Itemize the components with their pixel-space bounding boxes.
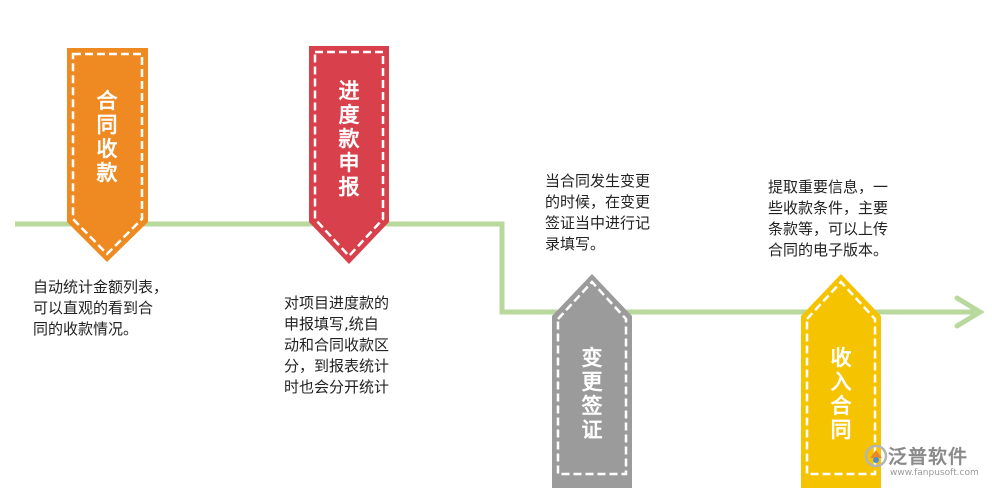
stage-2-title-char: 申 (339, 151, 360, 175)
stage-3-title-char: 更 (582, 370, 604, 394)
stage-2-banner-shape (309, 46, 389, 264)
stage-4-banner-shape (801, 274, 881, 488)
stage-4-description: 提取重要信息，一 些收款条件，主要 条款等，可以上传 合同的电子版本。 (768, 178, 889, 259)
fanpu-logo: 泛普软件 www.fanpusoft.com (862, 440, 988, 486)
stage-4-banner-dashed-border (805, 280, 877, 476)
stage-3-title-char: 变 (582, 346, 603, 370)
stage-2-title-char: 进 (339, 79, 360, 103)
stage-4-title-char: 同 (831, 418, 852, 442)
stage-1-description: 自动统计金额列表， 可以直观的看到合 同的收款情况。 (33, 278, 169, 338)
stage-4-title-char: 入 (831, 370, 852, 394)
timeline-line (15, 221, 975, 315)
fanpu-logo-icon (864, 444, 888, 468)
stage-2-title-char: 款 (339, 127, 361, 151)
stage-2-title-char: 度 (339, 103, 360, 127)
stage-4-banner: 收入合同 (801, 274, 881, 488)
stage-3-title-char: 签 (581, 394, 604, 418)
stage-3-description: 当合同发生变更 的时候，在变更 签证当中进行记 录填写。 (545, 172, 651, 253)
stage-2-banner: 进度款申报 (309, 46, 389, 264)
stage-1-title-char: 收 (97, 137, 118, 161)
stage-1-banner-shape (67, 48, 148, 262)
stage-1-title-char: 同 (97, 113, 118, 137)
timeline-arrowhead (954, 295, 985, 329)
stage-2-description: 对项目进度款的 申报填写,统自 动和合同收款区 分，到报表统计 时也会分开统计 (284, 294, 390, 396)
stage-2-banner-dashed-border (313, 50, 385, 258)
stage-4-title-char: 收 (831, 346, 852, 370)
stage-1-banner: 合同收款 (67, 48, 148, 262)
stage-3-title: 变更签证 (581, 346, 604, 442)
logo-name: 泛普软件 (888, 446, 969, 468)
stage-1-title-char: 合 (97, 89, 119, 113)
stage-1-banner-dashed-border (71, 52, 144, 256)
stage-3-banner: 变更签证 (552, 274, 632, 488)
stage-4-title-char: 合 (831, 394, 853, 418)
stage-3-banner-dashed-border (556, 280, 628, 476)
stage-2-title-char: 报 (339, 175, 360, 199)
stage-3-title-char: 证 (582, 418, 603, 442)
stage-1-title-char: 款 (97, 161, 119, 185)
stage-4-title: 收入合同 (831, 346, 853, 442)
stage-2-title: 进度款申报 (339, 79, 361, 199)
stage-3-banner-shape (552, 274, 632, 488)
logo-url: www.fanpusoft.com (890, 468, 979, 478)
stage-1-title: 合同收款 (97, 89, 119, 185)
